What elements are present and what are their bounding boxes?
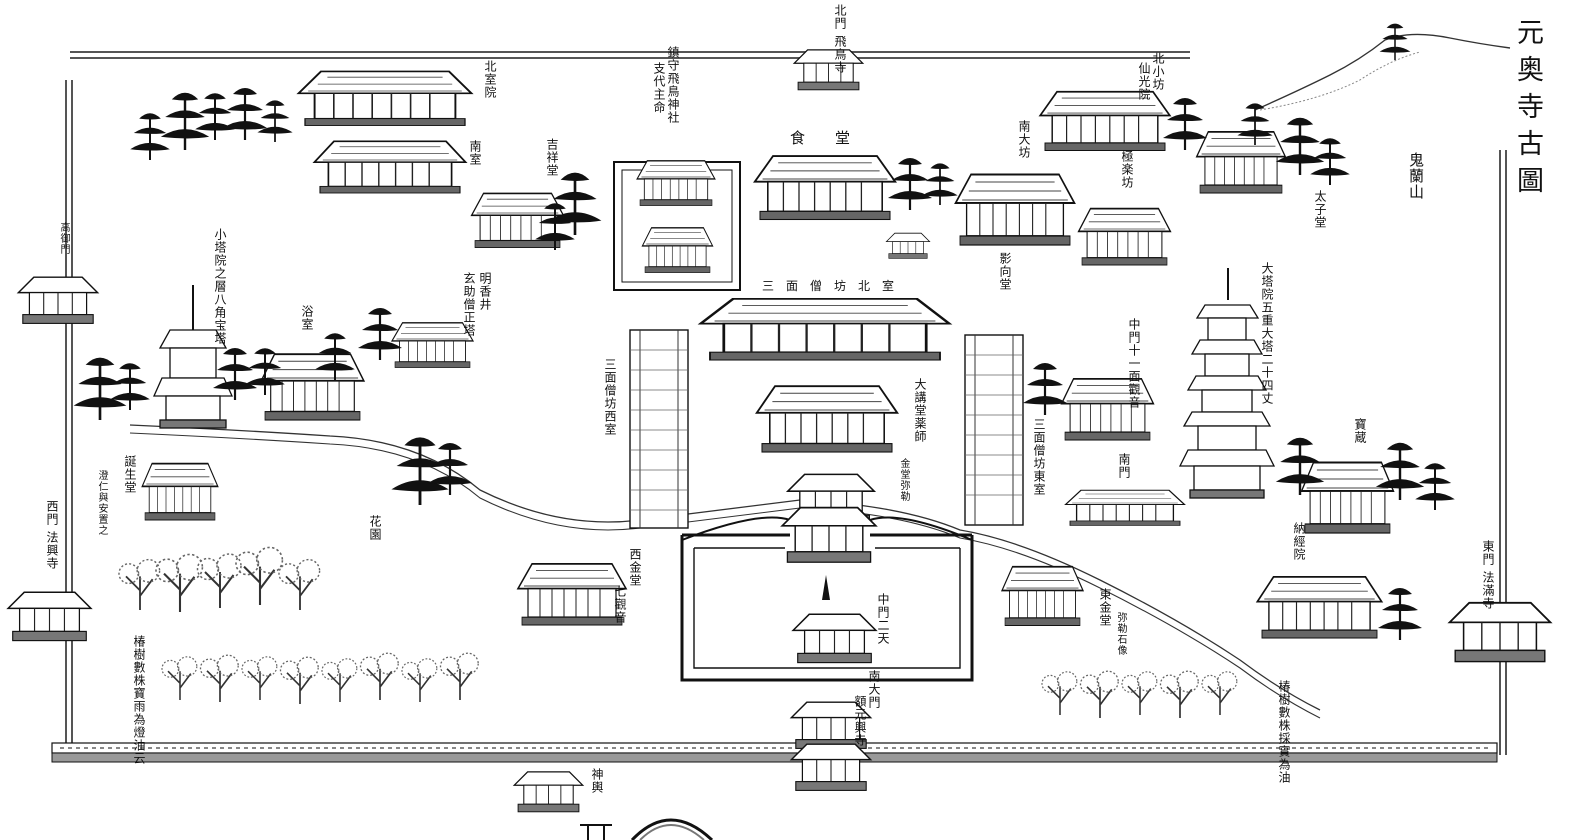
small-pavilion[interactable]: [886, 232, 930, 259]
octagonal-pagoda[interactable]: [152, 285, 234, 429]
label-higashi-kondo-sub: 弥勒石像: [1115, 612, 1126, 656]
jiki-do-hall[interactable]: [753, 155, 897, 221]
label-yoku-shitsu: 浴室: [300, 305, 314, 331]
label-daito-in: 大塔院五重大塔二十四丈: [1260, 262, 1274, 405]
label-nishi-kondo: 西金堂: [628, 548, 642, 587]
label-senko-in: 仙光院: [1137, 62, 1151, 101]
label-shrine-sub: 支代主命: [652, 62, 666, 114]
sanmen-north-hall[interactable]: [699, 297, 951, 362]
label-small-stupa: 小塔院之層八角宝塔: [213, 228, 227, 345]
higashi-kondo-hall[interactable]: [1001, 565, 1084, 627]
label-hozo: 寶蔵: [1353, 418, 1367, 444]
kodo-hall[interactable]: [755, 385, 899, 453]
label-genjo-zo: 玄助僧正塔: [462, 272, 476, 337]
nishi-kondo-hall[interactable]: [517, 562, 627, 626]
east-gate[interactable]: [1448, 601, 1552, 663]
minami-mon-hall[interactable]: [1064, 489, 1186, 527]
tanjo-do-hall[interactable]: [141, 462, 219, 521]
label-sanmen-north: 三面僧坊北室: [762, 279, 907, 293]
label-shrine: 鎮守飛鳥神社: [666, 46, 680, 124]
label-takamisu-gate: 高御門: [58, 222, 69, 255]
label-sanmen-east: 三面僧坊東室: [1032, 418, 1046, 496]
label-kiran-san: 鬼蘭山: [1407, 152, 1425, 200]
hokushitsu-in-hall[interactable]: [297, 70, 473, 127]
flower-grove-east: [1041, 670, 1238, 719]
label-taishi-do: 太子堂: [1313, 190, 1327, 229]
label-east-gate: 東門 法滿寺: [1481, 540, 1495, 610]
label-myoko-sei: 明香井: [478, 272, 492, 311]
five-storey-pagoda[interactable]: [1178, 268, 1276, 499]
label-west-gate: 西門 法興寺: [45, 500, 59, 570]
label-hokushitsu-in: 北室院: [483, 60, 497, 99]
label-jiki-do: 食堂: [790, 129, 881, 147]
label-tanjo-sub: 澄仁與安置之: [96, 470, 107, 536]
myoko-sei-hall[interactable]: [391, 322, 474, 369]
enclosure-wall: [65, 51, 1507, 755]
hozo-hall[interactable]: [1300, 461, 1395, 535]
label-garden: 花園: [368, 515, 382, 541]
shrine-enclosure[interactable]: [613, 160, 741, 291]
label-kita-kobo: 北小坊: [1151, 52, 1165, 91]
label-tree-note-east: 椿樹數株採實為油: [1277, 680, 1291, 784]
label-eikou-do: 影向堂: [998, 252, 1012, 291]
label-gankoji: 額元興寺: [853, 695, 867, 747]
label-chumon-ten: 中門二天: [876, 593, 890, 645]
label-chumon-kannon: 中門十一面觀音: [1127, 318, 1141, 409]
label-minami-shitsu: 南室: [468, 140, 482, 166]
label-sanmen-west: 三面僧坊西室: [603, 358, 617, 436]
yoku-shitsu-hall[interactable]: [260, 353, 365, 421]
mikoshi-gate[interactable]: [513, 771, 584, 813]
sanmen-east-dorm[interactable]: [964, 334, 1024, 526]
label-nokyo-in: 納經院: [1292, 522, 1306, 561]
gokuraku-bo-hall[interactable]: [1077, 207, 1172, 266]
stone-bridge: [580, 818, 714, 840]
flower-grove-west: [118, 546, 480, 705]
garden-path-edge: [129, 432, 1321, 719]
label-gokuraku-bo: 極楽坊: [1120, 150, 1134, 189]
label-tanjo-do: 誕生堂: [123, 455, 137, 494]
garden-path: [129, 424, 1321, 711]
label-nishi-kondo-sub: 七觀音: [613, 585, 627, 624]
cloister: [680, 473, 974, 682]
taishi-do-hall[interactable]: [1195, 130, 1287, 194]
minami-daibo-hall[interactable]: [954, 173, 1076, 247]
north-gate[interactable]: [793, 49, 864, 91]
mountain-kiran: [1254, 22, 1511, 111]
south-wall: [51, 742, 1498, 763]
label-mikoshi: 神輿: [590, 768, 604, 794]
label-north-gate: 北門 飛鳥寺: [833, 4, 847, 74]
label-kichijo-do: 吉祥堂: [545, 138, 559, 177]
map-title: 元奥寺古圖: [1512, 18, 1543, 203]
west-gate[interactable]: [7, 591, 92, 642]
label-nandaimon: 南大門: [867, 670, 881, 709]
label-kondo: 金堂弥勒: [898, 458, 909, 502]
minami-shitsu-hall[interactable]: [313, 140, 467, 194]
sanmen-west-dorm[interactable]: [629, 329, 689, 529]
label-minami-daibo: 南大坊: [1017, 120, 1031, 159]
label-minami-mon: 南門: [1117, 453, 1131, 479]
label-higashi-kondo: 東金堂: [1098, 588, 1112, 627]
label-kodo: 大講堂薬師: [913, 378, 927, 443]
nokyo-in-hall[interactable]: [1256, 575, 1383, 639]
label-tree-note-west: 椿樹數株寶雨為燈油云: [132, 635, 146, 765]
takamisu-gate[interactable]: [17, 276, 99, 325]
